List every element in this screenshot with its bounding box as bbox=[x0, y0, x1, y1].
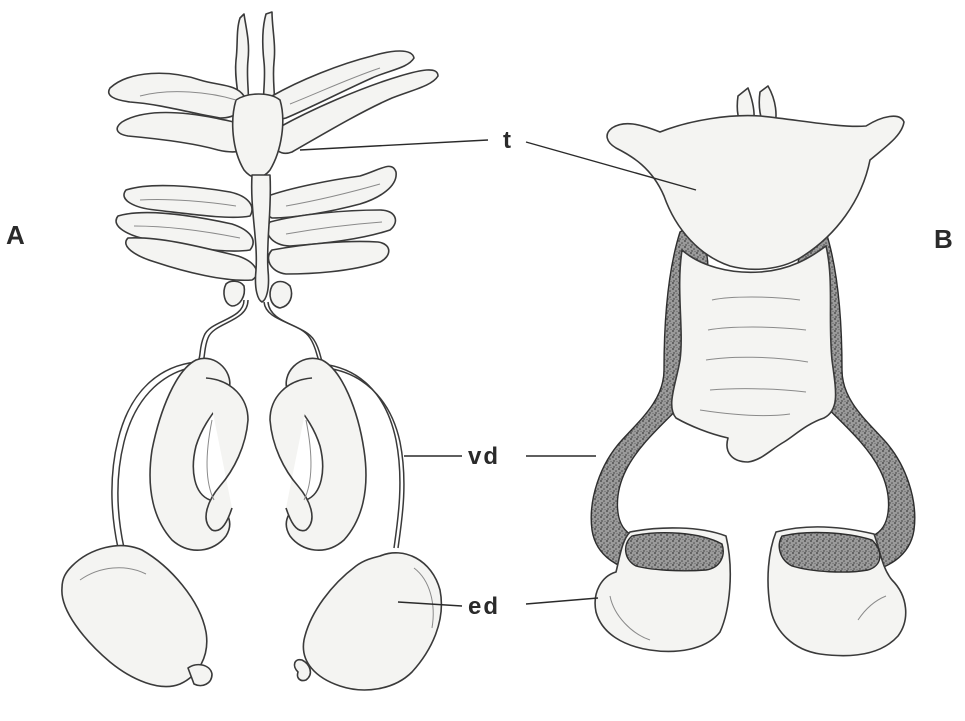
callout-label-testis: t bbox=[503, 127, 513, 154]
testis-leader-a bbox=[300, 140, 488, 150]
panel-a-ejaculatory-duct bbox=[62, 546, 442, 690]
panel-label-b: B bbox=[934, 224, 953, 254]
panel-label-a: A bbox=[6, 220, 25, 250]
panel-b-drawing bbox=[591, 86, 915, 656]
panel-a-testis bbox=[109, 12, 438, 302]
ejaculatory-duct-leader-b bbox=[526, 598, 598, 604]
callout-label-vas-deferens: vd bbox=[468, 443, 500, 470]
panel-a-drawing bbox=[62, 12, 442, 690]
panel-b-ejaculatory-duct bbox=[595, 527, 906, 656]
callout-label-ejaculatory-duct: ed bbox=[468, 593, 500, 620]
